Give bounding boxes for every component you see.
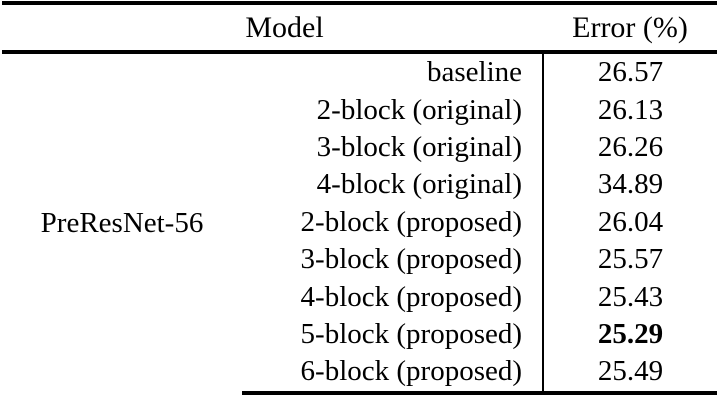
model-name-cell: 2-block (proposed) [300, 205, 523, 238]
table-row: 4-block (original) 34.89 [2, 166, 718, 204]
table-row: PreResNet-56 baseline 26.57 [2, 52, 718, 237]
table-header-row: Model Error (%) [2, 1, 718, 54]
table-row: 3-block (original) 26.26 [2, 128, 718, 167]
column-header-error: Error (%) [543, 1, 718, 54]
model-name-cell: 5-block (proposed) [300, 317, 523, 350]
model-name-cell: 3-block (original) [316, 130, 523, 163]
error-value-cell: 26.04 [542, 203, 718, 241]
table-head: Model Error (%) [2, 1, 718, 54]
error-value-cell: 25.43 [542, 278, 718, 316]
error-value-cell: 26.57 [542, 52, 718, 92]
model-name-cell: 2-block (original) [316, 93, 523, 126]
table-row: 2-block (proposed) 26.04 [2, 203, 718, 241]
error-value-cell: 34.89 [542, 166, 718, 204]
column-header-model: Model [2, 1, 544, 54]
model-name-cell: 6-block (proposed) [242, 353, 544, 395]
table-row: 4-block (proposed) 25.43 [2, 278, 718, 316]
error-value-cell-best: 25.29 [542, 315, 718, 354]
error-value-cell: 25.57 [542, 240, 718, 279]
results-table: Model Error (%) PreResNet-56 baseline 26.5… [2, 1, 718, 395]
error-value-cell: 26.13 [542, 91, 718, 129]
table-row: 6-block (proposed)25.49 [2, 353, 718, 395]
table-row: 5-block (proposed) 25.29 [2, 315, 718, 354]
group-label-cell: PreResNet-56 [40, 206, 204, 239]
error-value-cell: 25.49 [542, 353, 718, 395]
column-header-model-label: Model [245, 10, 324, 44]
model-name-cell: 3-block (proposed) [300, 243, 523, 276]
table-row: 2-block (original) 26.13 [2, 91, 718, 129]
error-value-cell: 26.26 [542, 128, 718, 167]
table-row: 3-block (proposed) 25.57 [2, 240, 718, 279]
model-name-cell: 4-block (proposed) [300, 280, 523, 313]
model-name-cell: 4-block (original) [316, 168, 523, 201]
model-name-cell: baseline [427, 56, 523, 89]
